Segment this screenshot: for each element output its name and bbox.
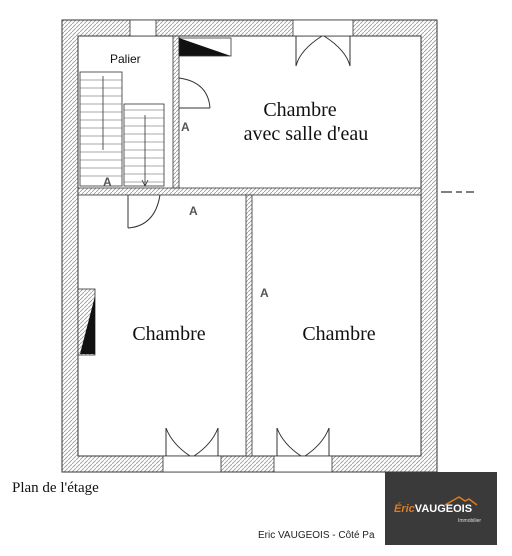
window-swing-top-right xyxy=(295,35,351,67)
door-bottom-left xyxy=(127,194,161,229)
chimney-detail-top xyxy=(179,38,231,56)
logo-last-name: VAUGEOIS xyxy=(414,503,473,515)
stair-arrow xyxy=(141,115,149,187)
interior-wall-horizontal xyxy=(77,187,422,196)
staircase xyxy=(79,71,165,187)
window-swing-bottom-left xyxy=(165,427,219,457)
house-roof-icon xyxy=(444,496,478,506)
room-label-bottom-right: Chambre xyxy=(302,323,375,345)
room-label-bottom-left: Chambre xyxy=(132,323,205,345)
stair-steps xyxy=(80,79,164,183)
door-landing xyxy=(178,77,211,109)
marker-a-wall: A xyxy=(260,286,269,300)
chimney-detail-left xyxy=(80,296,95,354)
logo-subtitle: Immobilier xyxy=(458,518,482,524)
room-label-top-right-line2: avec salle d'eau xyxy=(244,123,369,145)
landing-label: Palier xyxy=(110,52,141,66)
interior-wall-landing xyxy=(172,35,180,189)
window-bottom-left xyxy=(162,455,222,473)
window-bottom-right xyxy=(273,455,333,473)
agency-logo: ÉricVAUGEOIS Immobilier xyxy=(385,472,497,545)
interior-wall-vertical xyxy=(245,194,253,457)
marker-a-hall: A xyxy=(189,204,198,218)
logo-wordmark: ÉricVAUGEOIS xyxy=(394,503,472,515)
room-label-top-right-line1: Chambre xyxy=(263,99,336,121)
marker-a-stair: A xyxy=(103,175,112,189)
footer-credit: Eric VAUGEOIS - Côté Pa xyxy=(258,530,375,541)
window-top-left xyxy=(129,19,157,37)
marker-a-landing: A xyxy=(181,120,190,134)
plan-caption: Plan de l'étage xyxy=(12,480,99,496)
window-swing-bottom-right xyxy=(276,427,330,457)
window-top-right xyxy=(292,19,354,37)
logo-first-name: Éric xyxy=(394,503,415,515)
